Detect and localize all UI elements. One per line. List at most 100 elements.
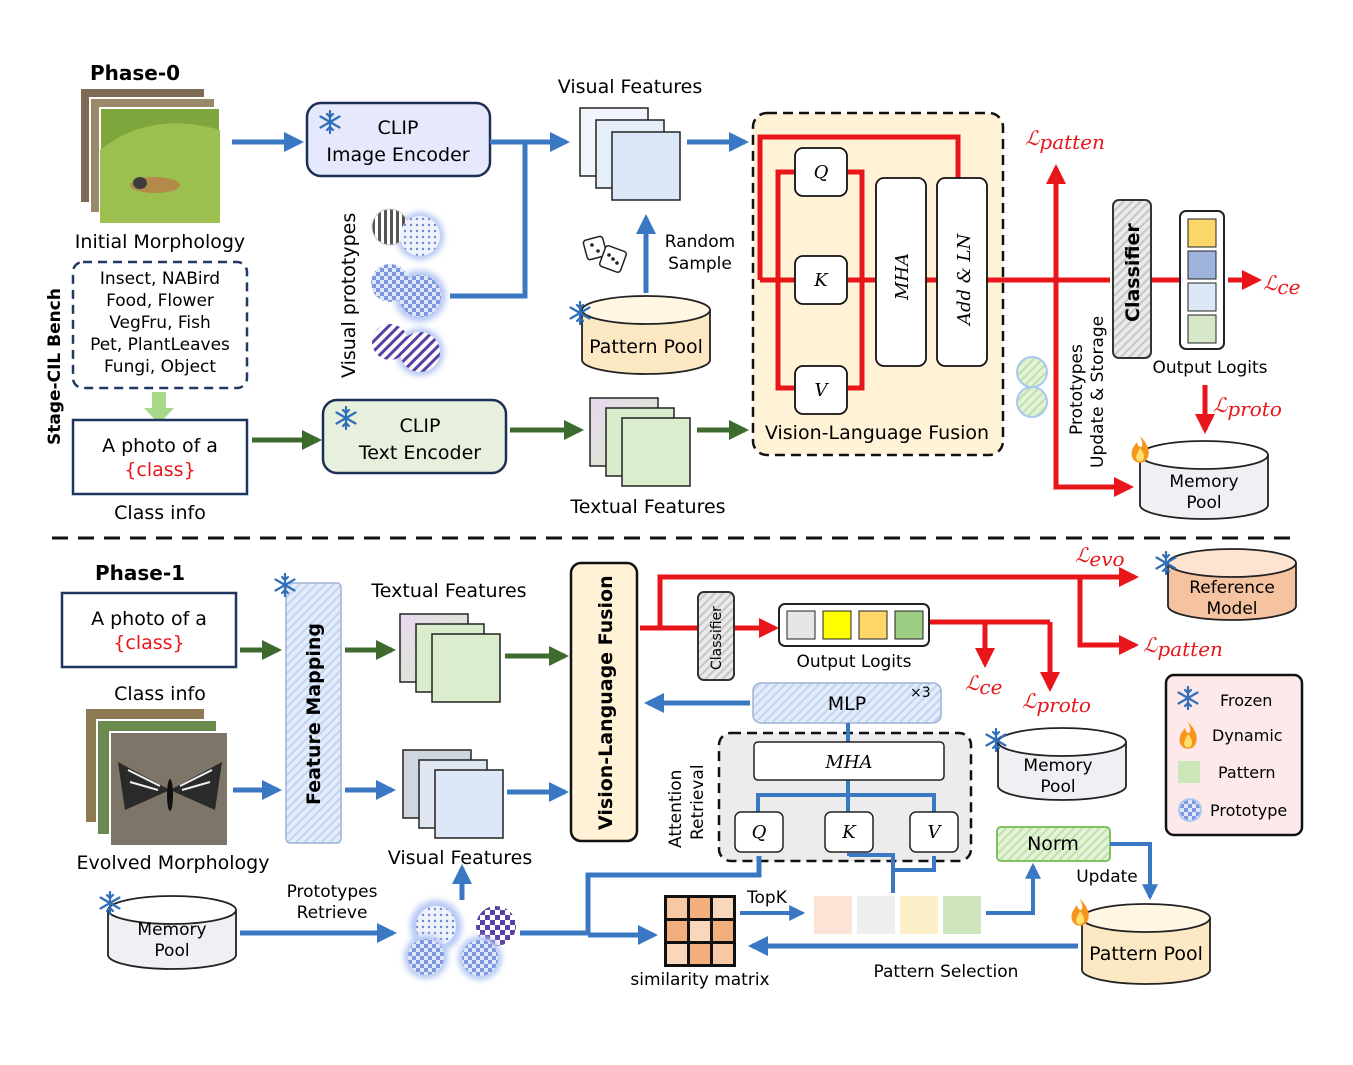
- q-block-phase0: [794, 147, 848, 197]
- visual-features-label-phase0: Visual Features: [558, 76, 702, 98]
- q-block-phase1: [734, 811, 784, 853]
- class-info-phase1: Class info: [114, 683, 206, 705]
- legend-prototype: Prototype: [1210, 801, 1287, 820]
- evolved-morphology-label: Evolved Morphology: [77, 852, 270, 874]
- random-label-1: Random: [665, 232, 735, 252]
- logit-cell: [1187, 314, 1217, 344]
- loss-symbol: ℒ: [1263, 271, 1278, 295]
- logit-cell: [1187, 282, 1217, 312]
- mlp-label: MLP: [828, 693, 866, 715]
- v-block-phase0: [794, 365, 848, 415]
- proto-retrieve-label-1: Prototypes: [287, 882, 378, 902]
- reference-label-1: Reference: [1189, 578, 1275, 598]
- proto-update-label-2: Update & Storage: [1088, 316, 1108, 468]
- patten-loss-arrow-phase1: [1077, 610, 1139, 655]
- textual-features-label-phase0: Textual Features: [569, 496, 725, 518]
- pattern-pool-phase1: [1081, 903, 1211, 985]
- initial-images: [79, 87, 221, 224]
- topk-pattern: [943, 896, 981, 934]
- bench-line-2: Food, Flower: [106, 291, 214, 311]
- loss-symbol: ℒ: [965, 671, 980, 695]
- visual-features-label-phase1: Visual Features: [388, 847, 532, 869]
- q-label-phase1: Q: [752, 822, 767, 843]
- mp-left-label-2: Pool: [154, 941, 189, 961]
- v-label-phase0: V: [815, 380, 830, 401]
- class-info-phase0: Class info: [114, 502, 206, 524]
- legend: [1164, 673, 1304, 837]
- loss-sub: proto: [1036, 693, 1090, 717]
- mlp-times-label: ×3: [910, 685, 931, 701]
- memory-pool-label-1-phase0: Memory: [1169, 472, 1238, 492]
- classifier-label-phase0: Classifier: [1122, 223, 1144, 322]
- attention-label-1: Attention: [666, 770, 686, 848]
- output-logits-label-phase1: Output Logits: [796, 652, 911, 672]
- pattern-pool-label-phase1: Pattern Pool: [1089, 943, 1203, 965]
- k-block-phase1: [824, 811, 874, 853]
- proto-circles-small: [1016, 356, 1048, 418]
- loss-sub: ce: [979, 675, 1002, 699]
- loss-symbol: ℒ: [1143, 633, 1158, 657]
- classifier-label-phase1: Classifier: [709, 606, 725, 670]
- mha-block-phase0: [875, 177, 927, 367]
- topk-pattern: [857, 896, 895, 934]
- prompt-class-phase1: {class}: [113, 632, 184, 654]
- logit-cell: [1187, 218, 1217, 248]
- phase0-title: Phase-0: [90, 61, 180, 85]
- loss-proto-phase0: ℒproto: [1213, 393, 1282, 421]
- mha-block-phase1: [753, 741, 945, 781]
- loss-symbol: ℒ: [1075, 543, 1090, 567]
- loss-symbol: ℒ: [1213, 393, 1228, 417]
- topk-label: TopK: [746, 888, 788, 908]
- feature-mapping: [285, 582, 342, 844]
- pattern-pool-label-phase0: Pattern Pool: [589, 336, 703, 358]
- classifier-phase1: [697, 591, 735, 681]
- pattern-selection-label: Pattern Selection: [874, 962, 1019, 982]
- prototype-merge-line: [450, 142, 528, 299]
- bench-down-arrow: [144, 392, 174, 424]
- bench-line-3: VegFru, Fish: [109, 313, 211, 333]
- mha-label-phase1: MHA: [824, 752, 872, 773]
- topk-pattern: [900, 896, 938, 934]
- loss-symbol: ℒ: [1022, 689, 1037, 713]
- classifier-phase0: [1112, 199, 1152, 359]
- visual-prototypes-label: Visual prototypes: [338, 213, 360, 378]
- textual-features-stack-phase0: [589, 397, 691, 487]
- loss-sub: ce: [1277, 275, 1300, 299]
- loss-sub: evo: [1089, 547, 1124, 571]
- legend-dynamic: Dynamic: [1212, 726, 1283, 745]
- similarity-label: similarity matrix: [630, 970, 769, 990]
- attention-label-2: Retrieval: [688, 764, 708, 840]
- v-block-phase1: [909, 811, 959, 853]
- loss-sub: patten: [1039, 130, 1105, 154]
- add-ln-label-phase0: Add & LN: [954, 233, 975, 327]
- norm-label: Norm: [1027, 833, 1079, 855]
- mha-label-phase0: MHA: [892, 253, 913, 301]
- norm-to-pool-arrow: [1110, 842, 1158, 901]
- textual-features-stack-phase1: [399, 613, 501, 703]
- pattern-swatch: [1178, 761, 1200, 783]
- prompt-text-phase0: A photo of a: [102, 435, 218, 457]
- memory-pool-label-2-phase0: Pool: [1186, 493, 1221, 513]
- memory-pool-label-1-phase1: Memory: [1023, 756, 1092, 776]
- prompt-text-phase1: A photo of a: [91, 608, 207, 630]
- visual-prototype-circles: [371, 208, 446, 376]
- reference-label-2: Model: [1206, 599, 1257, 619]
- loss-ce-phase1: ℒce: [965, 671, 1002, 699]
- topk-to-norm-arrow: [986, 862, 1041, 915]
- loss-evo: ℒevo: [1075, 543, 1125, 571]
- clip-image-label-1: CLIP: [378, 117, 419, 139]
- memory-pool-label-2-phase1: Pool: [1040, 777, 1075, 797]
- legend-pattern: Pattern: [1218, 763, 1276, 782]
- clip-text-label-1: CLIP: [400, 415, 441, 437]
- feature-mapping-label: Feature Mapping: [303, 623, 325, 805]
- evolved-images: [84, 707, 229, 847]
- random-label-2: Sample: [668, 254, 732, 274]
- add-ln-block-phase0: [936, 177, 988, 367]
- proto-storage-arrow: [1053, 280, 1134, 497]
- v-label-phase1: V: [928, 822, 943, 843]
- retrieved-prototypes: [404, 900, 516, 980]
- output-logits-phase1: [778, 603, 930, 647]
- prototypes-to-q-line: [520, 856, 762, 936]
- prompt-class-phase0: {class}: [124, 459, 195, 481]
